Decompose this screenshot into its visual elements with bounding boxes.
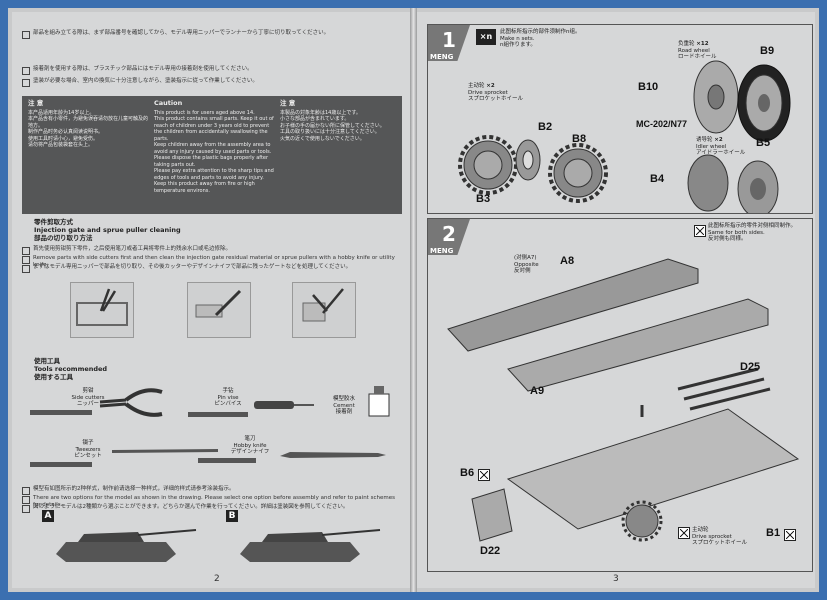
plate-d22 xyxy=(471,488,513,542)
sprocket-both-sides-icon xyxy=(678,527,690,539)
file-trimming-drawing xyxy=(302,288,344,322)
pin-vise-tag xyxy=(188,412,248,417)
idler-b4 xyxy=(687,154,729,212)
same-both-sides-icon xyxy=(694,225,706,237)
b6-both-sides-icon xyxy=(478,469,490,481)
mc-202-n77-label: MC-202/N77 xyxy=(636,119,688,129)
cutting-ja: まずはモデル専用ニッパーで部品を切り取り、その後カッターやデザインナイフで部品に… xyxy=(22,264,402,273)
same-both-sides-legend: 此图标所指示的零件对侧相同制作。Same for both sides.反対側も… xyxy=(708,223,797,242)
step-1: 1 MENG ×n 此图标所指示的部件须制作n组。Make n sets.n組作… xyxy=(427,24,813,214)
cutting-zh: 首先使用剪钳剪下零件，之后使用笔刀或者工具将零件上的残余水口或毛边修除。 xyxy=(22,246,402,255)
cutting-illustration-2 xyxy=(187,282,251,338)
intro-line-2: 接着剤を使用する際は、プラスチック部品にはモデル専用の接着剤を使用してください。 xyxy=(22,66,402,75)
painting-ja: 図のようにモデルは2種類から選ぶことができます。どちらか選んで作業を行ってくださ… xyxy=(22,504,402,513)
idler-b5 xyxy=(737,160,779,213)
cutters-on-sprue-drawing xyxy=(76,288,128,326)
hobby-knife-tag xyxy=(198,458,256,463)
option-b-badge: B xyxy=(226,510,238,522)
part-d22: D22 xyxy=(480,545,501,557)
part-b6: B6 xyxy=(460,467,475,479)
tools-heading: 使用工具 Tools recommended 使用する工具 xyxy=(34,357,108,381)
b1-both-sides-icon xyxy=(784,529,796,541)
step-1-drawing xyxy=(458,60,791,213)
painting-en: There are two options for the model as s… xyxy=(22,495,402,509)
hull-side-a8 xyxy=(447,258,699,352)
xn-badge: ×n xyxy=(476,29,496,45)
page-number-left: 2 xyxy=(214,574,220,584)
step-2-drawing xyxy=(447,258,800,542)
left-page: 部品を組み立てる際は、まず部品番号を確認してから、モデル専用ニッパーでランナーか… xyxy=(12,12,410,588)
side-cutters-tag xyxy=(30,410,92,415)
step-2: 2 MENG 此图标所指示的零件对侧相同制作。Same for both sid… xyxy=(427,218,813,572)
step-1-meng-logo: MENG xyxy=(430,53,454,61)
painting-zh: 模型有如图所示的2种样式，制作前请选择一种样式，详细的样式请参考涂装指示。 xyxy=(22,486,402,495)
cutting-heading: 零件剪取方式 Injection gate and sprue puller c… xyxy=(34,218,181,242)
hull-side-a9 xyxy=(507,298,769,392)
part-b1: B1 xyxy=(766,527,781,539)
part-b2: B2 xyxy=(538,121,553,133)
caution-zh: 注 意 本产品适用年龄为14岁以上。 本产品含有小零件，为避免误吞请勿放在儿童可… xyxy=(28,99,149,148)
intro-line-3: 塗装が必要な場合、室内の換気に十分注意しながら、塗装指示に従って作業してください… xyxy=(22,78,402,87)
page-number-right: 3 xyxy=(613,574,619,584)
tweezers-icon xyxy=(112,449,218,453)
caution-box: 注 意 本产品适用年龄为14岁以上。 本产品含有小零件，为避免误吞请勿放在儿童可… xyxy=(22,96,402,214)
cutting-en: Remove parts with side cutters first and… xyxy=(22,255,402,269)
part-d25: D25 xyxy=(740,361,761,373)
tweezers-tag xyxy=(30,462,92,467)
caution-en: Caution This product is for users aged a… xyxy=(154,99,274,194)
caution-ja: 注 意 本製品の対象年齢は14歳以上です。 小さな部品が含まれています。 お子様… xyxy=(280,99,385,142)
pin-vise-icon xyxy=(254,401,314,409)
xn-legend: 此图标所指示的部件须制作n组。Make n sets.n組作ります。 xyxy=(500,29,581,48)
step-2-meng-logo: MENG xyxy=(430,247,454,255)
cutting-illustration-1 xyxy=(70,282,134,338)
page-gutter xyxy=(410,8,417,592)
road-wheel-b10 xyxy=(693,60,739,134)
side-cutters-icon xyxy=(99,388,163,417)
right-page: 1 MENG ×n 此图标所指示的部件须制作n组。Make n sets.n組作… xyxy=(417,12,815,588)
instruction-spread: 部品を組み立てる際は、まず部品番号を確認してから、モデル専用ニッパーでランナーか… xyxy=(8,8,819,592)
part-b10: B10 xyxy=(638,81,659,93)
cutting-illustration-3 xyxy=(292,282,356,338)
sprocket-b8 xyxy=(548,143,608,203)
part-b8: B8 xyxy=(572,133,587,145)
cement-bottle-icon xyxy=(368,386,390,417)
intro-line-1: 部品を組み立てる際は、まず部品番号を確認してから、モデル専用ニッパーでランナーか… xyxy=(22,30,402,39)
hull-bottom xyxy=(506,408,800,530)
suspension-arms-d25 xyxy=(677,367,771,411)
part-a8: A8 xyxy=(560,255,575,267)
drive-sprocket-assembly xyxy=(621,500,663,542)
tank-option-b-drawing xyxy=(240,529,381,562)
part-b3: B3 xyxy=(476,193,491,205)
drive-sprocket-b3 xyxy=(458,135,518,195)
part-a9: A9 xyxy=(530,385,545,397)
spacer-b2 xyxy=(515,139,541,181)
step-1-number: 1 xyxy=(428,25,470,61)
tank-option-a-drawing xyxy=(56,529,197,562)
hobby-knife-icon xyxy=(280,452,386,458)
part-b4: B4 xyxy=(650,173,665,185)
road-wheel-b9 xyxy=(737,64,791,142)
knife-trimming-drawing xyxy=(195,289,242,318)
part-b9: B9 xyxy=(760,45,775,57)
part-b5: B5 xyxy=(756,137,771,149)
option-a-badge: A xyxy=(42,510,54,522)
